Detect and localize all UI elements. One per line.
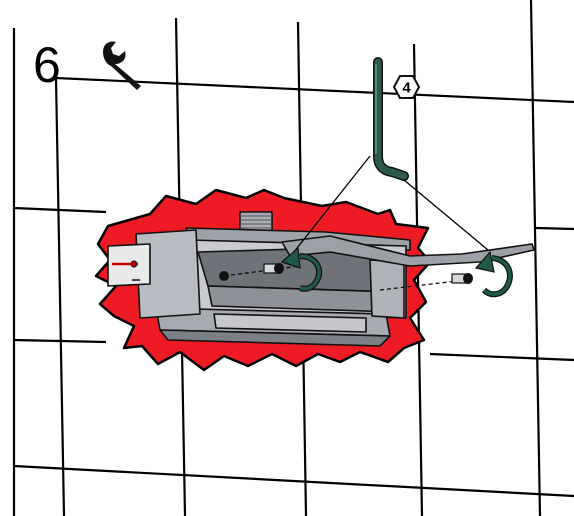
screw-left — [263, 263, 284, 274]
hex-key-size-label: 4 — [402, 80, 411, 97]
screws — [219, 263, 473, 291]
rotation-arrow-right — [474, 250, 513, 298]
step-number: 6 — [33, 37, 61, 93]
screw-right — [451, 273, 473, 284]
leader-lines — [285, 155, 489, 263]
screw-hole-left — [219, 271, 229, 281]
perspective-grid — [12, 0, 574, 516]
hex-key-icon — [373, 57, 409, 181]
wrench-icon — [103, 41, 141, 90]
rotation-arrow-left — [280, 246, 323, 292]
hex-size-badge: 4 — [392, 75, 421, 99]
lever-plate — [281, 235, 535, 267]
